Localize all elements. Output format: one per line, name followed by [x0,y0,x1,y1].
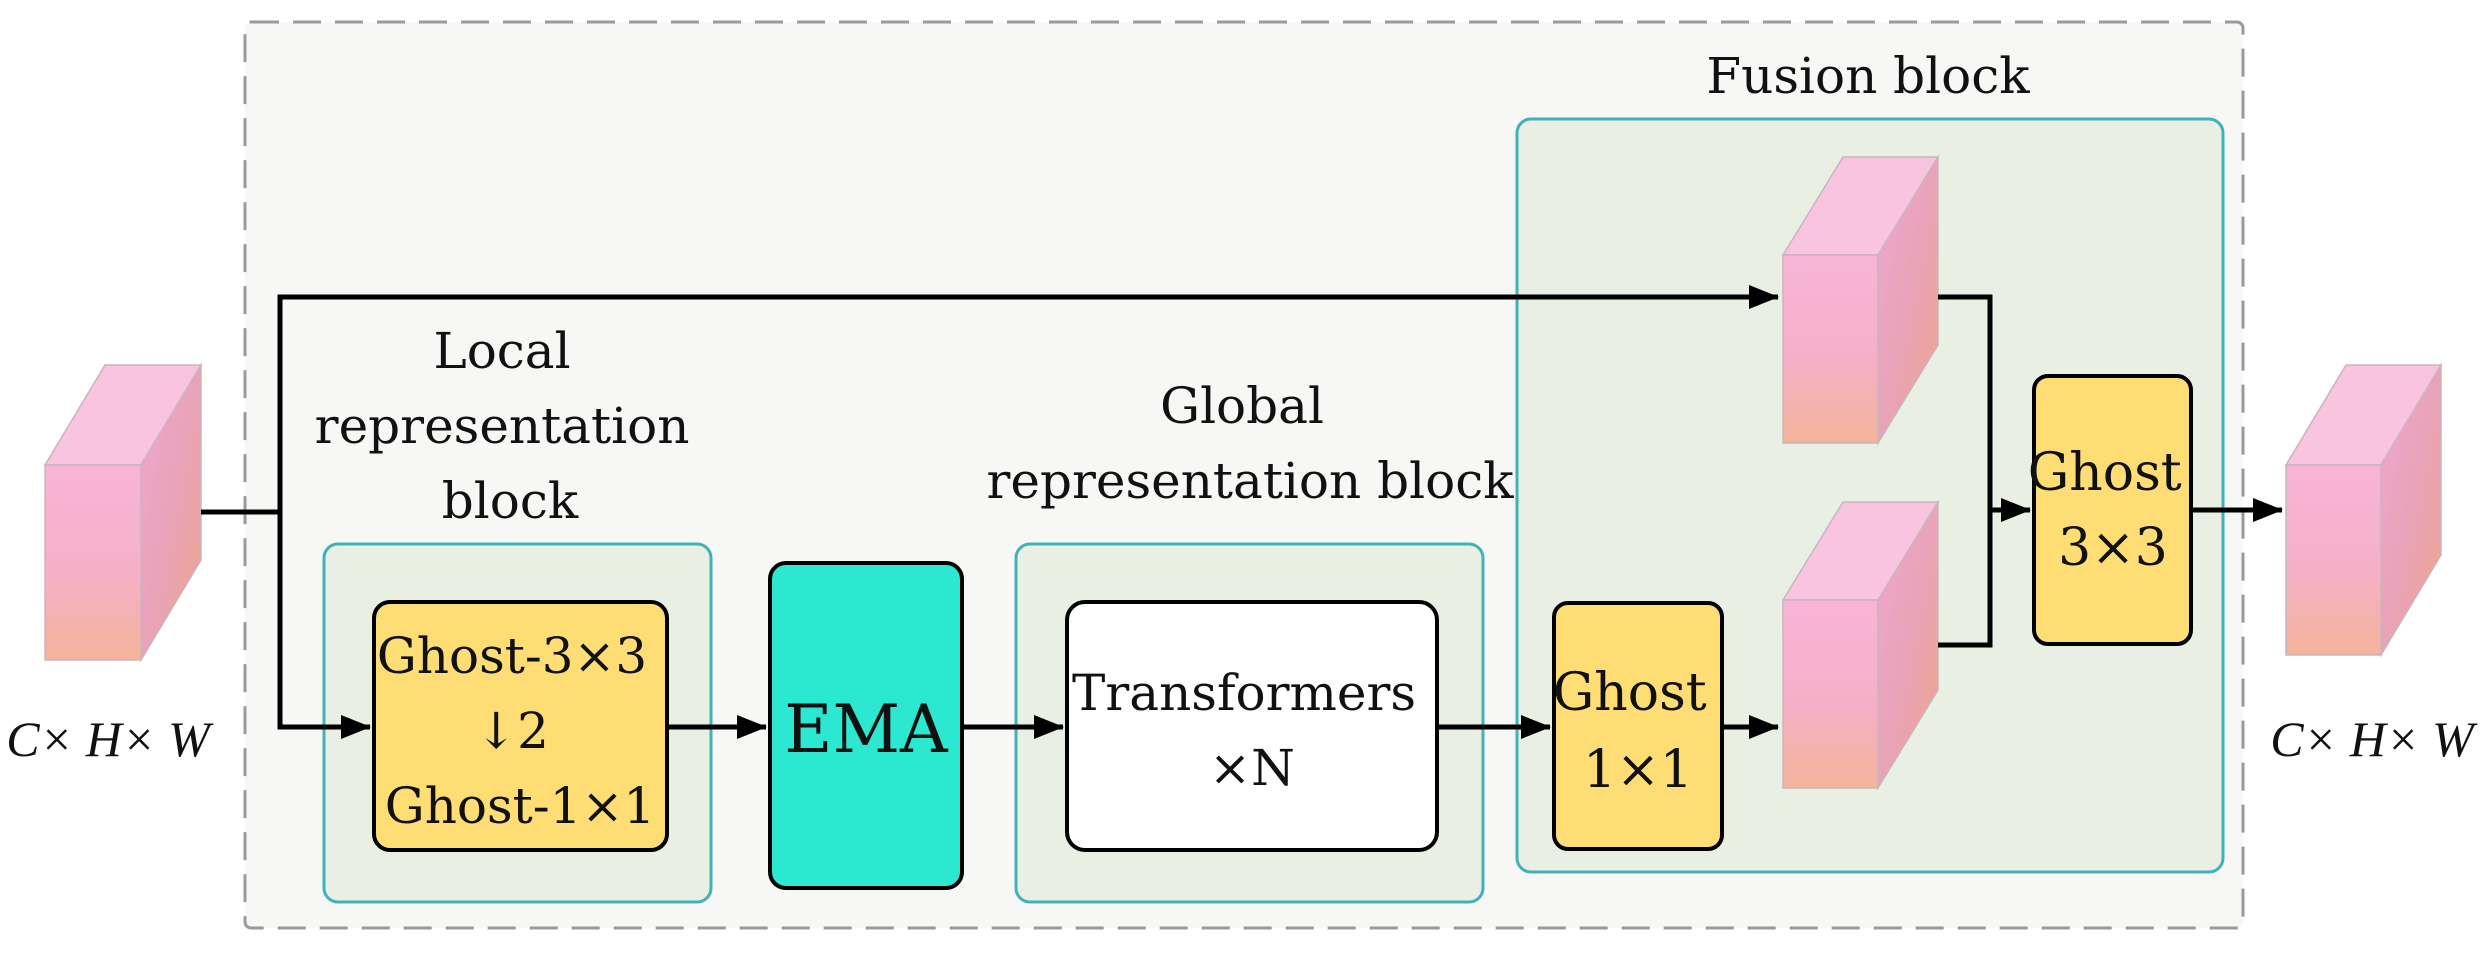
input-tensor [43,362,203,663]
output-tensor [2284,362,2443,658]
local-ghost-node: Ghost-3×3 ↓2 Ghost-1×1 [372,600,669,852]
local-ghost-line-3: Ghost-1×1 [385,777,655,835]
svg-text:Transformers ×N: Transformers ×N [1072,664,1432,797]
local-block-title-line-3: block [442,472,579,530]
ghost-1x1-node: Ghost 1×1 [1552,601,1724,851]
svg-text:Ghost 3×3: Ghost 3×3 [2028,443,2198,578]
global-block-title: Global representation block [986,377,1514,510]
ghost-3x3-line-2: 3×3 [2058,518,2168,578]
transformers-line-1: Transformers [1072,664,1416,722]
local-block-title-line-2: representation [315,397,690,455]
ghost-3x3-line-1: Ghost [2028,443,2182,503]
global-block-title-line-1: Global [1160,377,1324,435]
ema-label: EMA [784,691,949,768]
local-block-title: Local representation block [315,322,706,530]
local-block-title-line-1: Local [433,322,570,380]
output-dims-label: C× H× W [2270,711,2478,767]
transformers-node: Transformers ×N [1065,600,1439,852]
local-input-arrow [277,512,371,739]
ghost-1x1-line-1: Ghost [1553,663,1707,723]
transformers-line-2: ×N [1209,739,1295,797]
svg-text:Ghost-3×3 ↓2 Ghost: Ghost-3×3 ↓2 Ghost-1×1 [377,627,663,835]
global-block-title-line-2: representation block [986,452,1514,510]
fusion-block-title: Fusion block [1706,47,2030,105]
skip-tensor-concat-line [1938,294,1993,648]
svg-text:Ghost 1×1: Ghost 1×1 [1553,663,1723,800]
ema-node: EMA [768,561,964,890]
local-ghost-line-2: ↓2 [475,702,549,760]
skip-tensor [1781,154,1940,446]
ghost-1x1-line-2: 1×1 [1583,740,1693,800]
ghost-output-tensor [1781,499,1940,791]
local-ghost-line-1: Ghost-3×3 [377,627,647,685]
ghost-3x3-node: Ghost 3×3 [2028,374,2198,646]
connectors [201,285,2283,739]
input-dims-label: C× H× W [6,711,214,767]
skip-connection-arrow [277,285,1779,512]
